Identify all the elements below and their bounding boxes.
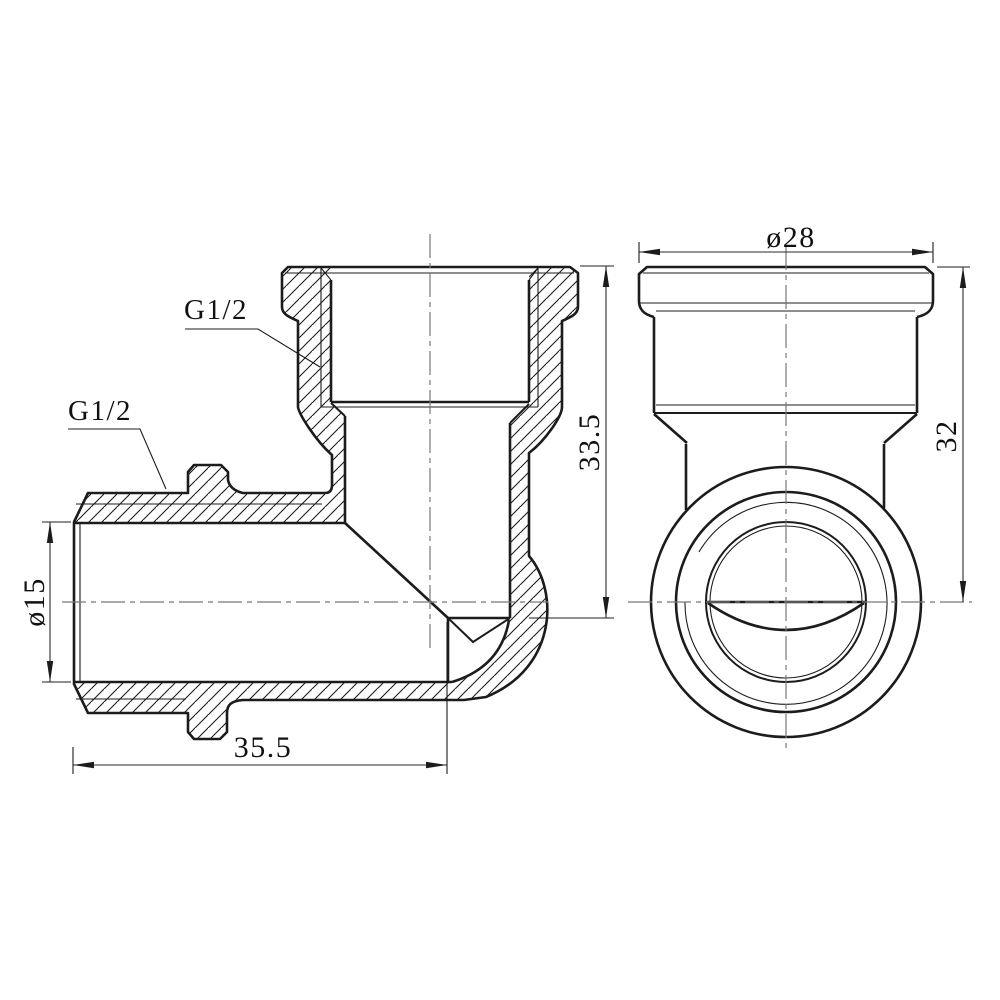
- leader-thread-top: G1/2: [184, 294, 321, 368]
- dimension-length: 35.5: [72, 622, 448, 774]
- horizontal-bore-lines: [74, 521, 452, 684]
- dimension-height-side: 32: [930, 266, 970, 602]
- dimension-bore-diameter: ø15: [18, 521, 71, 683]
- arrow-left: [73, 761, 94, 769]
- corner-chamfer-facet: [447, 617, 511, 643]
- arrow-right: [426, 761, 447, 769]
- corner-fillet-arc: [451, 619, 511, 684]
- arrow-up: [602, 266, 610, 287]
- dimension-outer-diameter: ø28: [638, 221, 934, 263]
- extension-lines: [72, 622, 448, 774]
- section-outline: [72, 265, 580, 741]
- dim-height-side-label: 32: [930, 420, 963, 453]
- dim-outer-diameter-label: ø28: [766, 221, 816, 254]
- side-body-walls: [652, 317, 919, 413]
- dim-bore-diameter-label: ø15: [18, 577, 51, 627]
- arrow-down: [46, 661, 54, 682]
- dimension-height-section: 33.5: [529, 265, 614, 619]
- extension-lines: [529, 265, 614, 619]
- dim-height-section-label: 33.5: [573, 413, 606, 472]
- front-section-view: [72, 265, 580, 741]
- side-taper-edges: [653, 413, 918, 444]
- arrow-down: [602, 597, 610, 618]
- arrow-left: [639, 248, 660, 256]
- thread-label-side: G1/2: [68, 395, 132, 427]
- extension-lines: [42, 521, 71, 683]
- side-flange-neck-curves: [637, 300, 935, 319]
- leader-thread-side: G1/2: [68, 395, 167, 490]
- arrow-up: [959, 267, 967, 288]
- socket-entry-chamfers: [320, 267, 539, 281]
- male-thread-root-lines: [76, 503, 322, 700]
- elbow-bore-opening: [74, 403, 528, 682]
- channel-walls: [343, 416, 512, 618]
- leader-line: [68, 428, 167, 490]
- dim-length-label: 35.5: [234, 731, 293, 764]
- leader-line: [185, 328, 321, 368]
- thread-label-top: G1/2: [184, 294, 248, 326]
- side-thread-circle: [684, 501, 888, 705]
- arrow-right: [912, 248, 933, 256]
- channel-chamfers: [330, 402, 530, 424]
- side-neck-walls: [684, 444, 886, 510]
- arrow-down: [959, 581, 967, 602]
- centerlines: [62, 234, 972, 750]
- arrow-up: [46, 522, 54, 543]
